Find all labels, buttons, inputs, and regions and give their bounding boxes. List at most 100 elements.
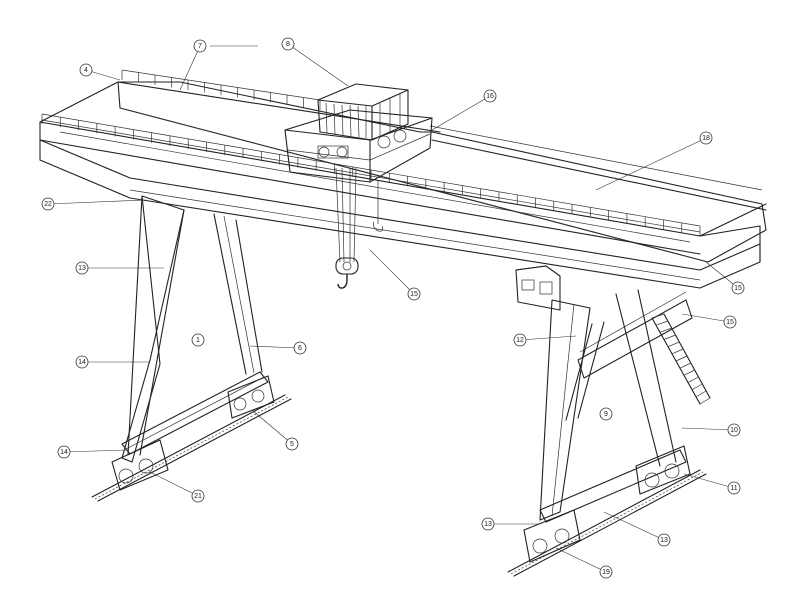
callout-number: 12 xyxy=(516,337,524,344)
callout-number: 7 xyxy=(198,43,202,50)
callout-circle xyxy=(57,445,71,459)
callout-leader xyxy=(681,427,735,431)
callout-number: 19 xyxy=(602,569,610,576)
callout-leader xyxy=(369,249,415,295)
callout-number: 15 xyxy=(726,319,734,326)
callout-circle xyxy=(599,407,613,421)
callout-number: 1 xyxy=(196,337,200,344)
callout-circle xyxy=(193,39,207,53)
callout-circle xyxy=(731,281,745,295)
callout-number: 8 xyxy=(286,41,290,48)
callout-circle xyxy=(407,287,421,301)
callout-number: 15 xyxy=(734,285,742,292)
callout-9-c9: 9 xyxy=(599,407,613,421)
callout-leader xyxy=(431,95,491,131)
callout-11-c11: 11 xyxy=(683,473,741,495)
callout-circle xyxy=(699,131,713,145)
callout-circle xyxy=(657,533,671,547)
access-stair-lower xyxy=(651,313,711,405)
callout-5-c5: 5 xyxy=(251,409,299,451)
callout-leader xyxy=(519,335,577,341)
callout-22-c22: 22 xyxy=(41,197,147,211)
access-stair-upper xyxy=(565,321,605,421)
callout-leader xyxy=(63,449,127,453)
callout-circle xyxy=(75,355,89,369)
operator-cab xyxy=(515,265,561,311)
callout-number: 10 xyxy=(730,427,738,434)
callout-circle xyxy=(481,517,495,531)
callout-circle xyxy=(727,423,741,437)
callout-14-c14b: 14 xyxy=(57,445,127,459)
callout-leader xyxy=(681,313,731,323)
callout-leader xyxy=(683,473,735,489)
callout-circle xyxy=(483,89,497,103)
left-leg-outer xyxy=(121,195,185,463)
callout-18-c18: 18 xyxy=(595,131,713,191)
callout-15-c15a: 15 xyxy=(369,249,421,301)
left-leg-inner xyxy=(213,213,263,375)
callout-13-c13b: 13 xyxy=(481,517,538,531)
callout-number: 22 xyxy=(44,201,52,208)
callout-10-c10: 10 xyxy=(681,423,741,437)
callout-number: 13 xyxy=(484,521,492,528)
callout-circle xyxy=(41,197,55,211)
callout-8-c8: 8 xyxy=(281,37,349,87)
callout-circle xyxy=(191,333,205,347)
callout-15-c15b: 15 xyxy=(705,261,745,295)
rear-main-girder xyxy=(117,69,767,263)
right-sill-beam xyxy=(539,449,687,523)
callout-leader xyxy=(47,199,147,205)
callout-leader xyxy=(603,511,665,541)
callout-circle xyxy=(599,565,613,579)
left-rail xyxy=(91,394,292,502)
hook-block xyxy=(335,257,359,289)
callout-number: 21 xyxy=(194,493,202,500)
callout-number: 16 xyxy=(486,93,494,100)
hoist-ropes xyxy=(335,167,357,263)
callout-7-c7: 7 xyxy=(179,39,258,91)
callout-leader xyxy=(287,43,349,87)
callout-number: 4 xyxy=(84,67,88,74)
callout-leader xyxy=(179,45,201,91)
callout-number: 15 xyxy=(410,291,418,298)
left-bogie-rear xyxy=(227,375,275,419)
callout-number: 9 xyxy=(604,411,608,418)
callout-number: 14 xyxy=(60,449,68,456)
callout-13-c13a: 13 xyxy=(75,261,164,275)
callout-1-c1: 1 xyxy=(191,333,205,347)
callout-14-c14a: 14 xyxy=(75,355,150,369)
right-leg-platform xyxy=(577,291,693,379)
callout-leader xyxy=(149,471,199,497)
callout-21-c21: 21 xyxy=(149,471,205,503)
callout-6-c6: 6 xyxy=(249,341,307,355)
callout-16-c16: 16 xyxy=(431,89,497,131)
right-bogie-front xyxy=(523,509,581,563)
callout-number: 6 xyxy=(298,345,302,352)
left-sill-beam xyxy=(121,371,269,455)
callout-leader xyxy=(251,409,293,445)
callout-layer: 4 7 8 16 18 22 13 1 14 6 14 5 21 15 15 15 12 9 10 11 13 13 19 xyxy=(41,37,745,579)
right-rail xyxy=(507,469,707,577)
left-bogie-front xyxy=(111,439,169,491)
callout-number: 13 xyxy=(78,265,86,272)
callout-15-c15c: 15 xyxy=(681,313,737,329)
right-leg-inner xyxy=(615,289,677,467)
callout-leader xyxy=(705,261,739,289)
callout-leader xyxy=(595,137,707,191)
callout-19-c19: 19 xyxy=(555,547,613,579)
callout-number: 5 xyxy=(290,441,294,448)
callout-12-c12: 12 xyxy=(513,333,577,347)
trolley-cabin xyxy=(317,83,409,141)
auxiliary-hook xyxy=(373,180,383,232)
callout-number: 14 xyxy=(78,359,86,366)
callout-circle xyxy=(293,341,307,355)
callout-number: 13 xyxy=(660,537,668,544)
callout-13-c13c: 13 xyxy=(603,511,671,547)
callout-circle xyxy=(727,481,741,495)
callout-circle xyxy=(723,315,737,329)
callout-number: 18 xyxy=(702,135,710,142)
callout-circle xyxy=(79,63,93,77)
callout-circle xyxy=(75,261,89,275)
callout-leader xyxy=(249,345,301,349)
